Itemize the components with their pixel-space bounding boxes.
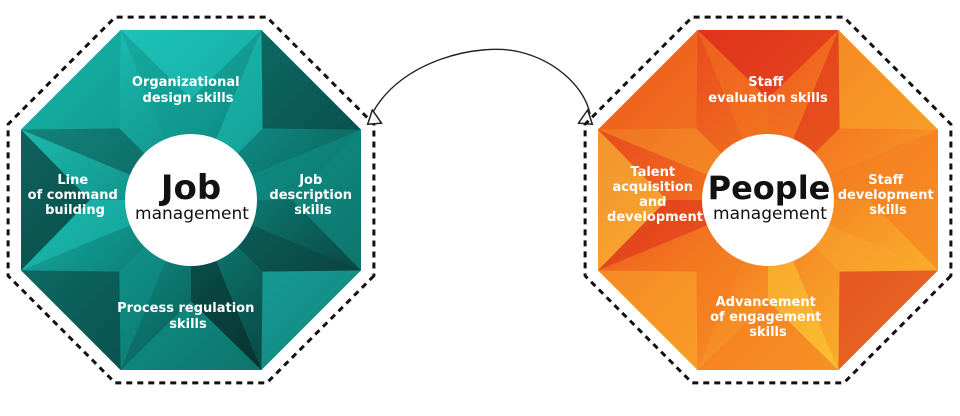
job-octagon-facets — [21, 30, 361, 370]
connector-curve — [371, 48, 591, 115]
people-facet — [598, 200, 768, 271]
people-facet — [697, 30, 839, 99]
job-subtitle: management — [135, 204, 249, 224]
job-facet — [261, 270, 361, 370]
job-octagon: Job management Organizational design ski… — [6, 15, 376, 385]
job-facet — [120, 301, 262, 370]
people-facet — [869, 129, 938, 271]
people-facet — [838, 270, 938, 370]
job-facet — [191, 129, 361, 200]
arrow-left-icon — [366, 108, 383, 126]
people-facet — [838, 30, 938, 130]
job-octagon-outline — [6, 15, 376, 385]
people-facet — [598, 129, 667, 271]
connector-arc — [366, 48, 594, 126]
people-facet — [598, 30, 698, 130]
job-facet — [21, 270, 121, 370]
people-title: People — [708, 169, 831, 207]
people-facet — [768, 129, 938, 200]
job-facet — [21, 129, 90, 271]
people-facet — [598, 270, 698, 370]
job-facet — [292, 129, 361, 271]
people-subtitle: management — [713, 204, 827, 224]
people-skill-talent-acquisition: Talent acquisition and development — [607, 165, 703, 225]
people-skill-advancement-engagement: Advancement of engagement skills — [710, 295, 826, 340]
people-facet — [697, 301, 839, 370]
job-center-circle — [125, 134, 257, 266]
people-octagon: People management Staff evaluation skill… — [583, 15, 953, 385]
people-center-circle — [702, 134, 834, 266]
people-skill-staff-evaluation: Staff evaluation skills — [708, 75, 828, 106]
job-facet — [191, 200, 262, 370]
people-skill-staff-development: Staff development skills — [838, 173, 938, 218]
job-facet — [261, 30, 361, 130]
job-facet — [120, 30, 191, 200]
job-facet — [21, 200, 191, 271]
job-title: Job — [159, 168, 221, 208]
job-facet — [120, 30, 262, 99]
job-skill-line-of-command: Line of command building — [28, 173, 123, 218]
job-skill-organizational-design: Organizational design skills — [132, 75, 244, 106]
job-skill-job-description: Job description skills — [269, 173, 356, 218]
people-octagon-outline — [583, 15, 953, 385]
job-facet — [21, 30, 121, 130]
job-skill-process-regulation: Process regulation skills — [117, 301, 259, 332]
